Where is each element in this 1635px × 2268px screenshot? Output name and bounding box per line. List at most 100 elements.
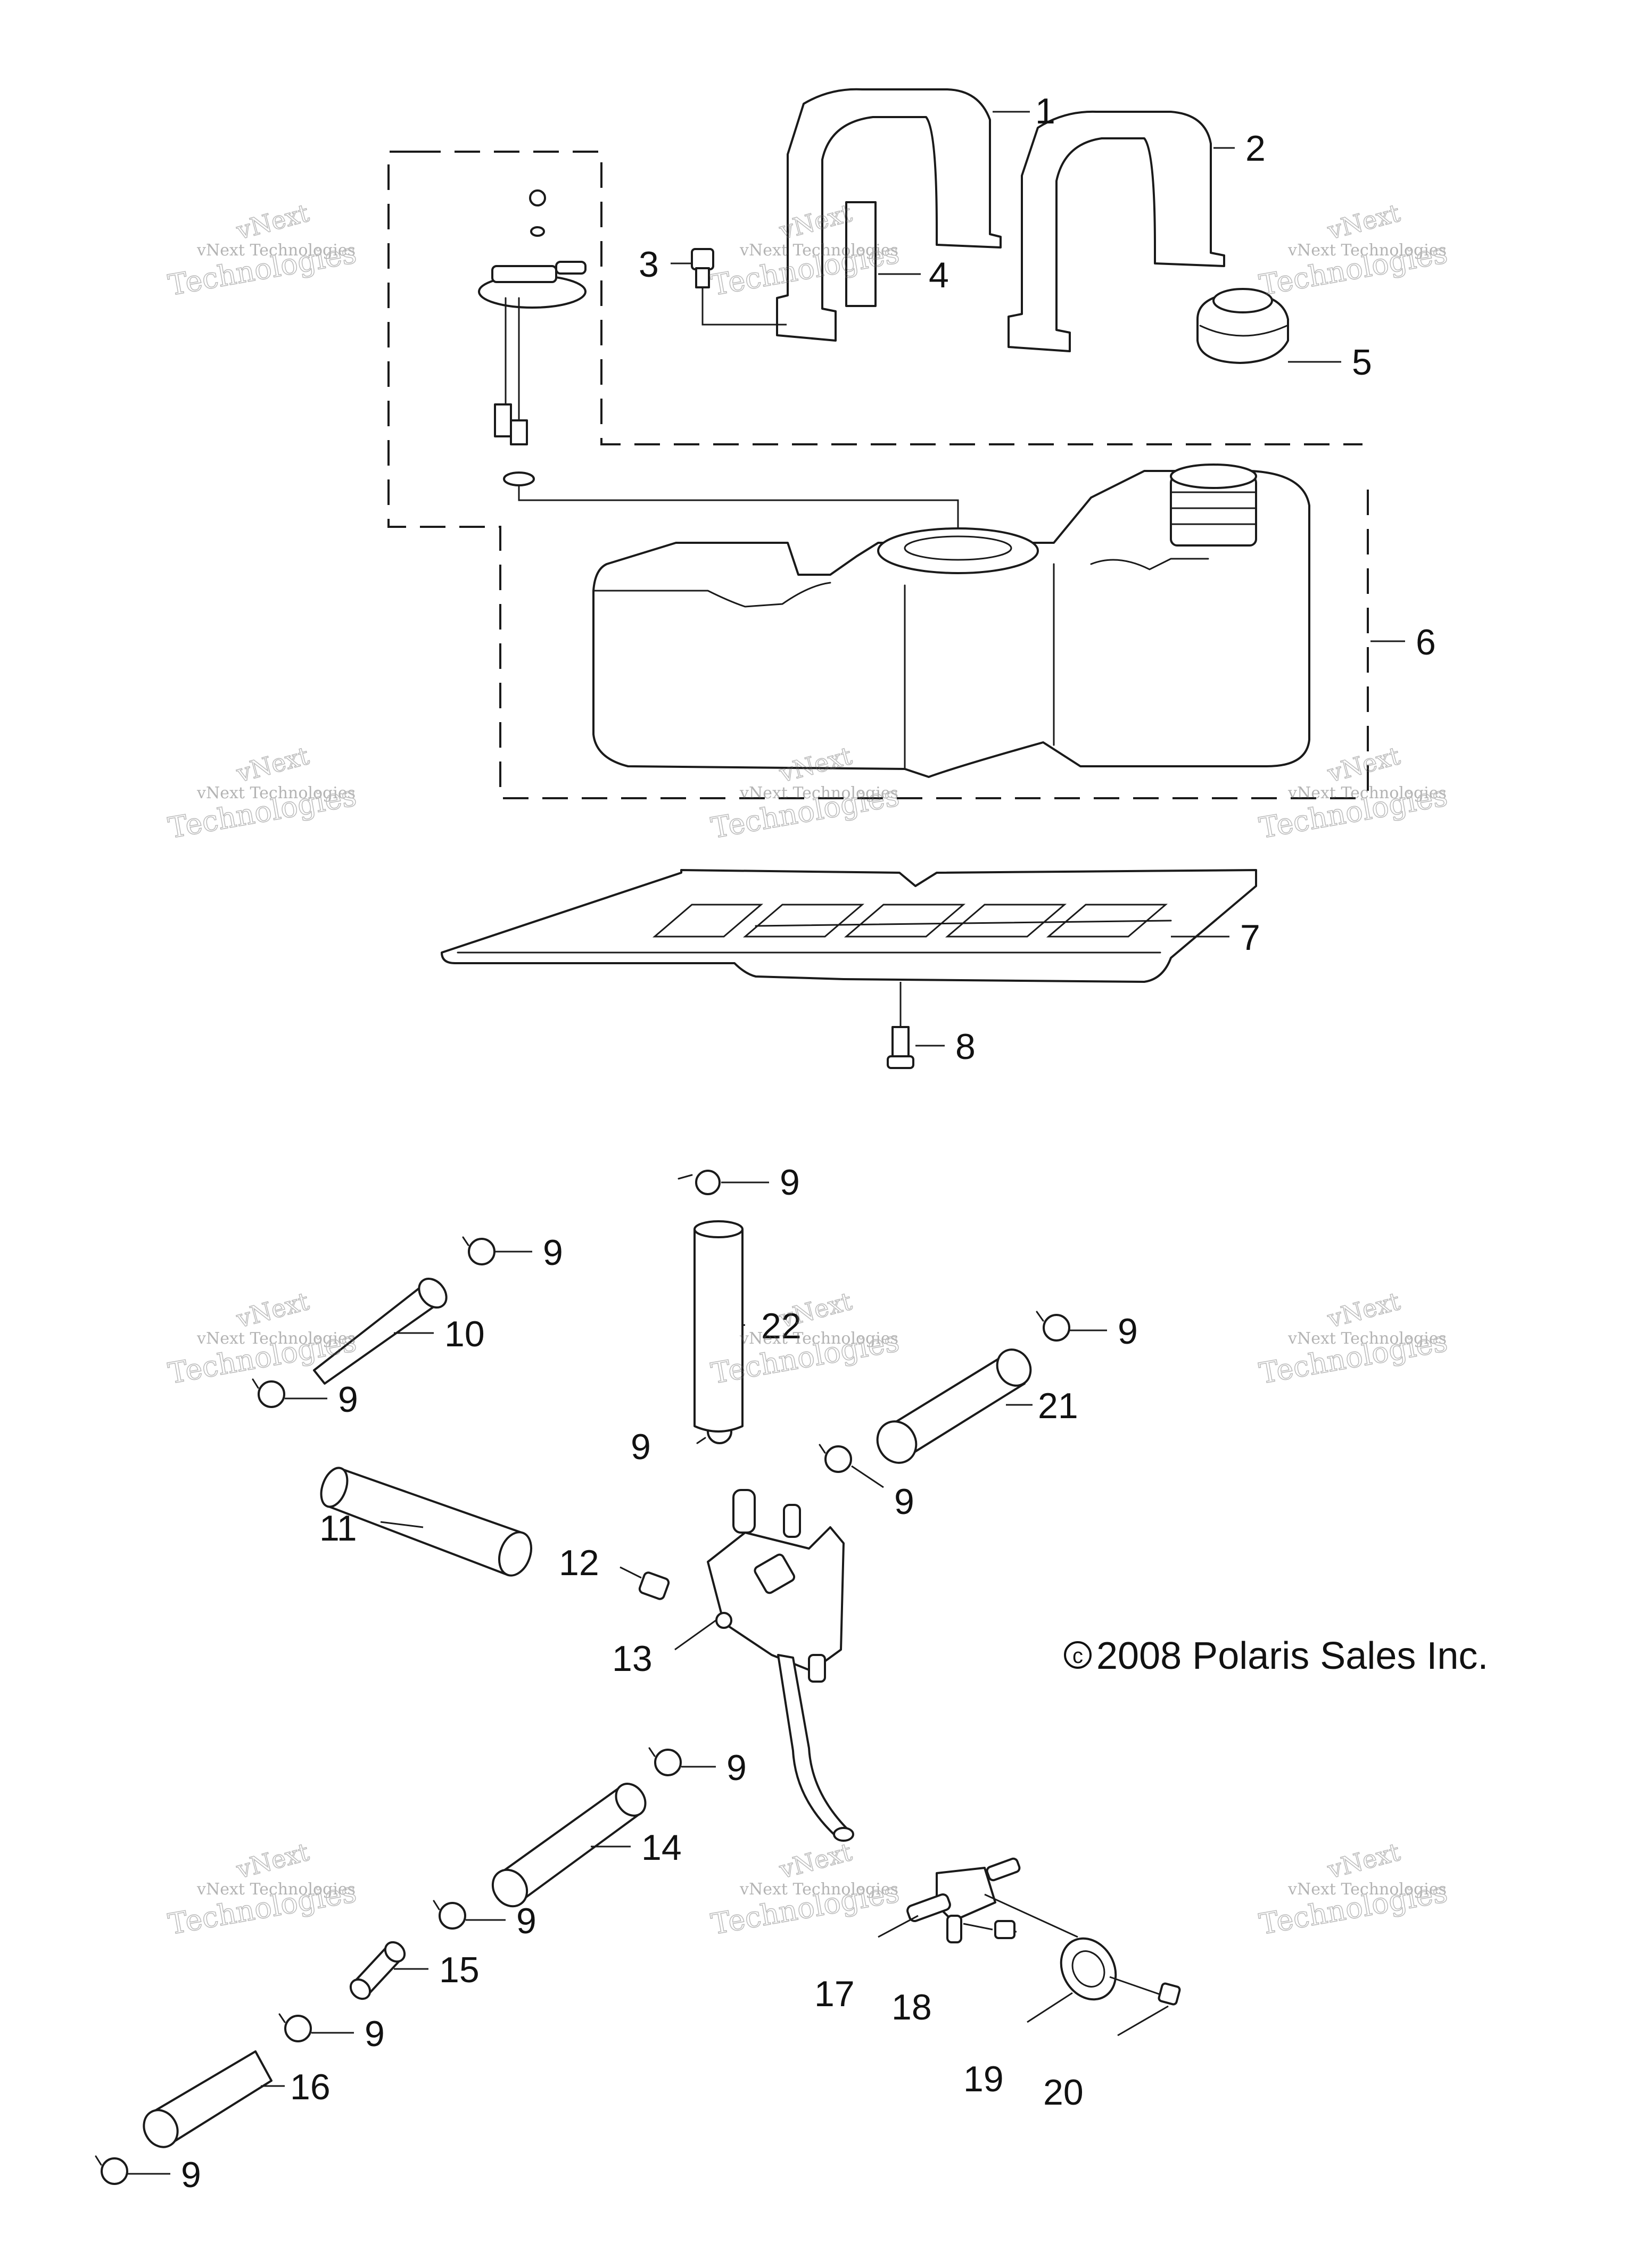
fuel-cap-5 (1196, 288, 1289, 364)
svg-text:vNext: vNext (1324, 198, 1403, 245)
watermark-r2c1: vNext vNext Technologies Technologies (166, 741, 359, 846)
callout-13: 13 (612, 1638, 653, 1679)
hose-clamp-d (252, 1378, 285, 1408)
callout-20: 20 (1043, 2072, 1084, 2113)
copyright-text: 2008 Polaris Sales Inc. (1096, 1635, 1488, 1677)
callout-17: 17 (814, 1974, 855, 2014)
fuel-valve-13 (707, 1489, 854, 1842)
svg-text:vNext Technologies: vNext Technologies (196, 241, 356, 260)
fitting-12 (620, 1566, 670, 1600)
callout-4: 4 (929, 255, 949, 295)
hose-clamp-a (678, 1170, 721, 1195)
watermark-r1c3: vNext vNext Technologies Technologies (1257, 198, 1450, 303)
hose-16 (143, 2050, 272, 2148)
svg-text:vNext Technologies: vNext Technologies (739, 1880, 898, 1899)
callout-19: 19 (963, 2059, 1004, 2099)
svg-text:vNext: vNext (776, 1837, 855, 1884)
fitting-15 (349, 1941, 406, 2000)
hose-11 (320, 1467, 532, 1577)
svg-text:vNext: vNext (1324, 1287, 1403, 1334)
hose-clamp-f (819, 1444, 852, 1473)
callout-3: 3 (639, 244, 659, 285)
callout-8: 8 (955, 1027, 976, 1067)
fuel-sender-assembly (478, 189, 959, 545)
callout-9i: 9 (365, 2014, 385, 2054)
hose-clamp-h (433, 1900, 466, 1930)
callout-14: 14 (641, 1827, 682, 1868)
hose-14 (491, 1783, 647, 1908)
svg-text:vNext Technologies: vNext Technologies (739, 784, 898, 802)
svg-text:vNext Technologies: vNext Technologies (739, 241, 898, 260)
pad-4 (845, 201, 877, 307)
watermark-r3c3: vNext vNext Technologies Technologies (1257, 1286, 1450, 1391)
svg-text:vNext Technologies: vNext Technologies (1287, 784, 1447, 802)
svg-text:vNext: vNext (233, 1837, 312, 1884)
watermark-r1c1: vNext vNext Technologies Technologies (166, 198, 359, 303)
bolt-3 (691, 248, 787, 326)
copyright-notice: c 2008 Polaris Sales Inc. (1064, 1635, 1488, 1677)
skid-plate-7 (441, 869, 1257, 983)
copyright-symbol: c (1072, 1644, 1083, 1668)
fuel-tank-strap-1 (776, 88, 1002, 342)
svg-text:vNext Technologies: vNext Technologies (1287, 1329, 1447, 1348)
watermark-r4c1: vNext vNext Technologies Technologies (166, 1837, 359, 1942)
callout-9e: 9 (631, 1427, 651, 1467)
svg-text:vNext: vNext (233, 741, 312, 788)
callout-16: 16 (290, 2067, 331, 2107)
callout-11: 11 (319, 1508, 357, 1549)
fuel-sender-dashed-group (387, 151, 1369, 799)
svg-text:vNext: vNext (1324, 1837, 1403, 1884)
callout-6: 6 (1416, 622, 1436, 663)
hose-clamp-i (278, 2013, 312, 2042)
hose-clamp-c (1036, 1311, 1070, 1342)
callout-22: 22 (761, 1306, 802, 1346)
hose-10 (313, 1278, 448, 1385)
callout-numbers: 1 2 3 4 5 6 7 8 9 9 9 9 9 9 9 9 9 9 10 1… (181, 91, 1436, 2195)
svg-text:vNext Technologies: vNext Technologies (1287, 1880, 1447, 1899)
hose-22 (693, 1220, 744, 1433)
callout-9g: 9 (726, 1748, 747, 1788)
hose-clamp-j (95, 2155, 128, 2185)
screw-20 (1109, 1976, 1181, 2006)
svg-text:vNext Technologies: vNext Technologies (739, 1329, 898, 1348)
hose-21 (876, 1348, 1032, 1464)
callout-5: 5 (1352, 342, 1372, 383)
petcock-17 (906, 1857, 1021, 1943)
svg-text:vNext: vNext (233, 198, 312, 245)
svg-text:vNext: vNext (233, 1287, 312, 1334)
watermark-r4c3: vNext vNext Technologies Technologies (1257, 1837, 1450, 1942)
callout-21: 21 (1038, 1386, 1078, 1426)
callout-9d: 9 (338, 1379, 358, 1420)
callout-18: 18 (891, 1987, 932, 2027)
callout-10: 10 (444, 1314, 485, 1354)
callout-9h: 9 (516, 1901, 536, 1941)
svg-text:vNext: vNext (776, 1287, 855, 1334)
callout-9b: 9 (543, 1232, 563, 1273)
watermark-r4c2: vNext vNext Technologies Technologies (708, 1837, 902, 1942)
svg-text:vNext Technologies: vNext Technologies (1287, 241, 1447, 260)
hose-clamps (95, 1170, 1070, 2185)
svg-text:vNext Technologies: vNext Technologies (196, 1329, 356, 1348)
screw-18 (963, 1920, 1015, 1939)
fuel-tank-strap-2 (1008, 110, 1225, 352)
fuel-tank-6 (592, 463, 1310, 778)
callout-9c: 9 (1118, 1311, 1138, 1352)
hose-clamp-g (648, 1747, 682, 1776)
callout-7: 7 (1240, 917, 1260, 958)
svg-text:vNext: vNext (1324, 741, 1403, 788)
callout-2: 2 (1245, 128, 1266, 169)
svg-text:vNext Technologies: vNext Technologies (196, 784, 356, 802)
callout-9a: 9 (780, 1162, 800, 1203)
callout-12: 12 (559, 1543, 599, 1583)
callout-15: 15 (439, 1950, 480, 1990)
bolt-8 (887, 982, 914, 1069)
watermarks: vNext vNext Technologies Technologies vN… (166, 198, 1450, 1942)
svg-text:vNext Technologies: vNext Technologies (196, 1880, 356, 1899)
callout-9f: 9 (894, 1481, 914, 1522)
callout-9j: 9 (181, 2155, 201, 2195)
leader-lines (128, 111, 1405, 2175)
callout-1: 1 (1035, 91, 1055, 131)
hose-clamp-b (462, 1236, 496, 1265)
